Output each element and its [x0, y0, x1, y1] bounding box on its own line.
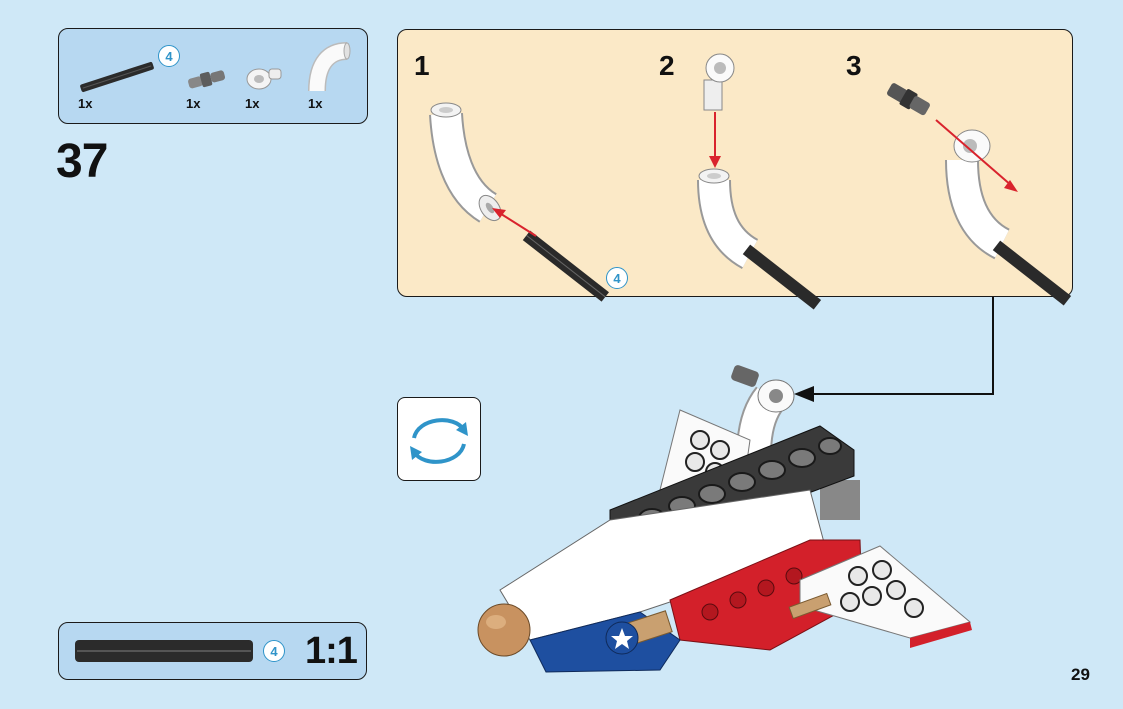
- scale-ratio-label: 1:1: [305, 630, 357, 673]
- page-number: 29: [1071, 665, 1090, 685]
- rotate-model-box: [397, 397, 481, 481]
- rotate-model-icon: [404, 408, 474, 472]
- shuttle-model-illustration: [470, 350, 980, 680]
- axle-actual-size-image: [75, 640, 255, 662]
- scale-axle-badge: 4: [263, 640, 285, 662]
